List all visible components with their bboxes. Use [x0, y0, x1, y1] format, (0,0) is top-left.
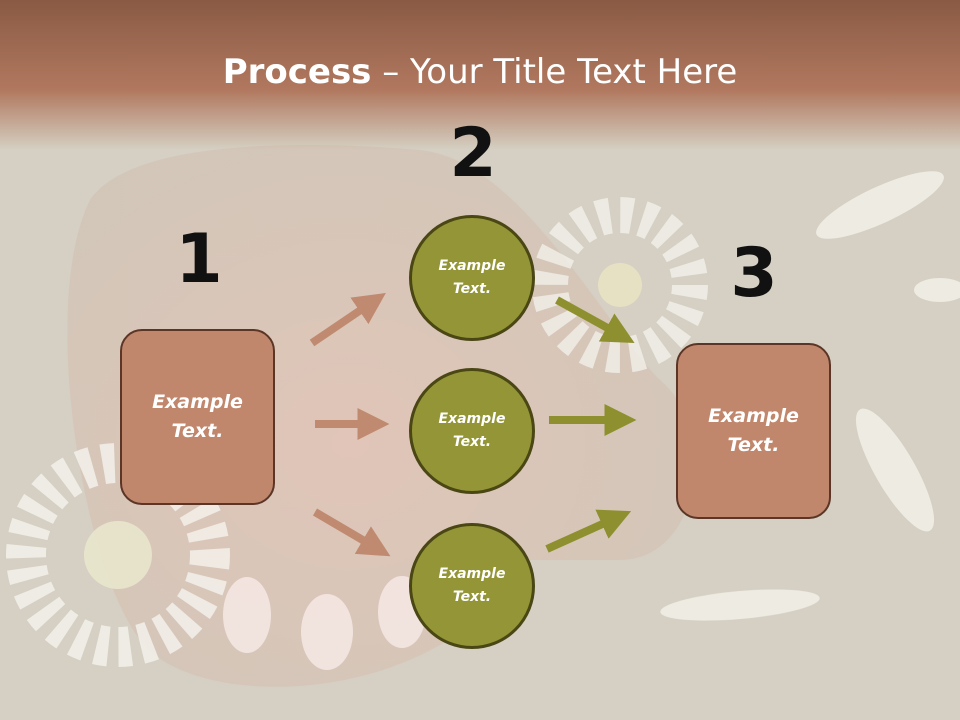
step-box-left: Example Text. [120, 329, 275, 505]
slide-title: Process – Your Title Text Here [0, 52, 960, 92]
circle-middle-label: Example Text. [438, 411, 506, 450]
circle-bottom-label: Example Text. [438, 566, 506, 605]
step-box-right: Example Text. [676, 343, 831, 519]
step-box-left-label: Example Text. [152, 391, 243, 442]
circle-top: Example Text. [409, 215, 535, 341]
arrow-left-down [312, 508, 391, 557]
circle-top-label: Example Text. [438, 258, 506, 297]
title-bold: Process [222, 52, 372, 92]
arrow-right-up [545, 509, 632, 553]
step-number-1: 1 [175, 220, 223, 299]
arrow-right-down [555, 296, 635, 343]
title-band [0, 0, 960, 150]
step-number-3: 3 [730, 234, 778, 313]
circle-bottom: Example Text. [409, 523, 535, 649]
arrow-left-up [309, 292, 386, 347]
title-rest: – Your Title Text Here [371, 52, 738, 92]
step-number-2: 2 [449, 114, 497, 193]
circle-middle: Example Text. [409, 368, 535, 494]
step-box-right-label: Example Text. [708, 405, 799, 456]
